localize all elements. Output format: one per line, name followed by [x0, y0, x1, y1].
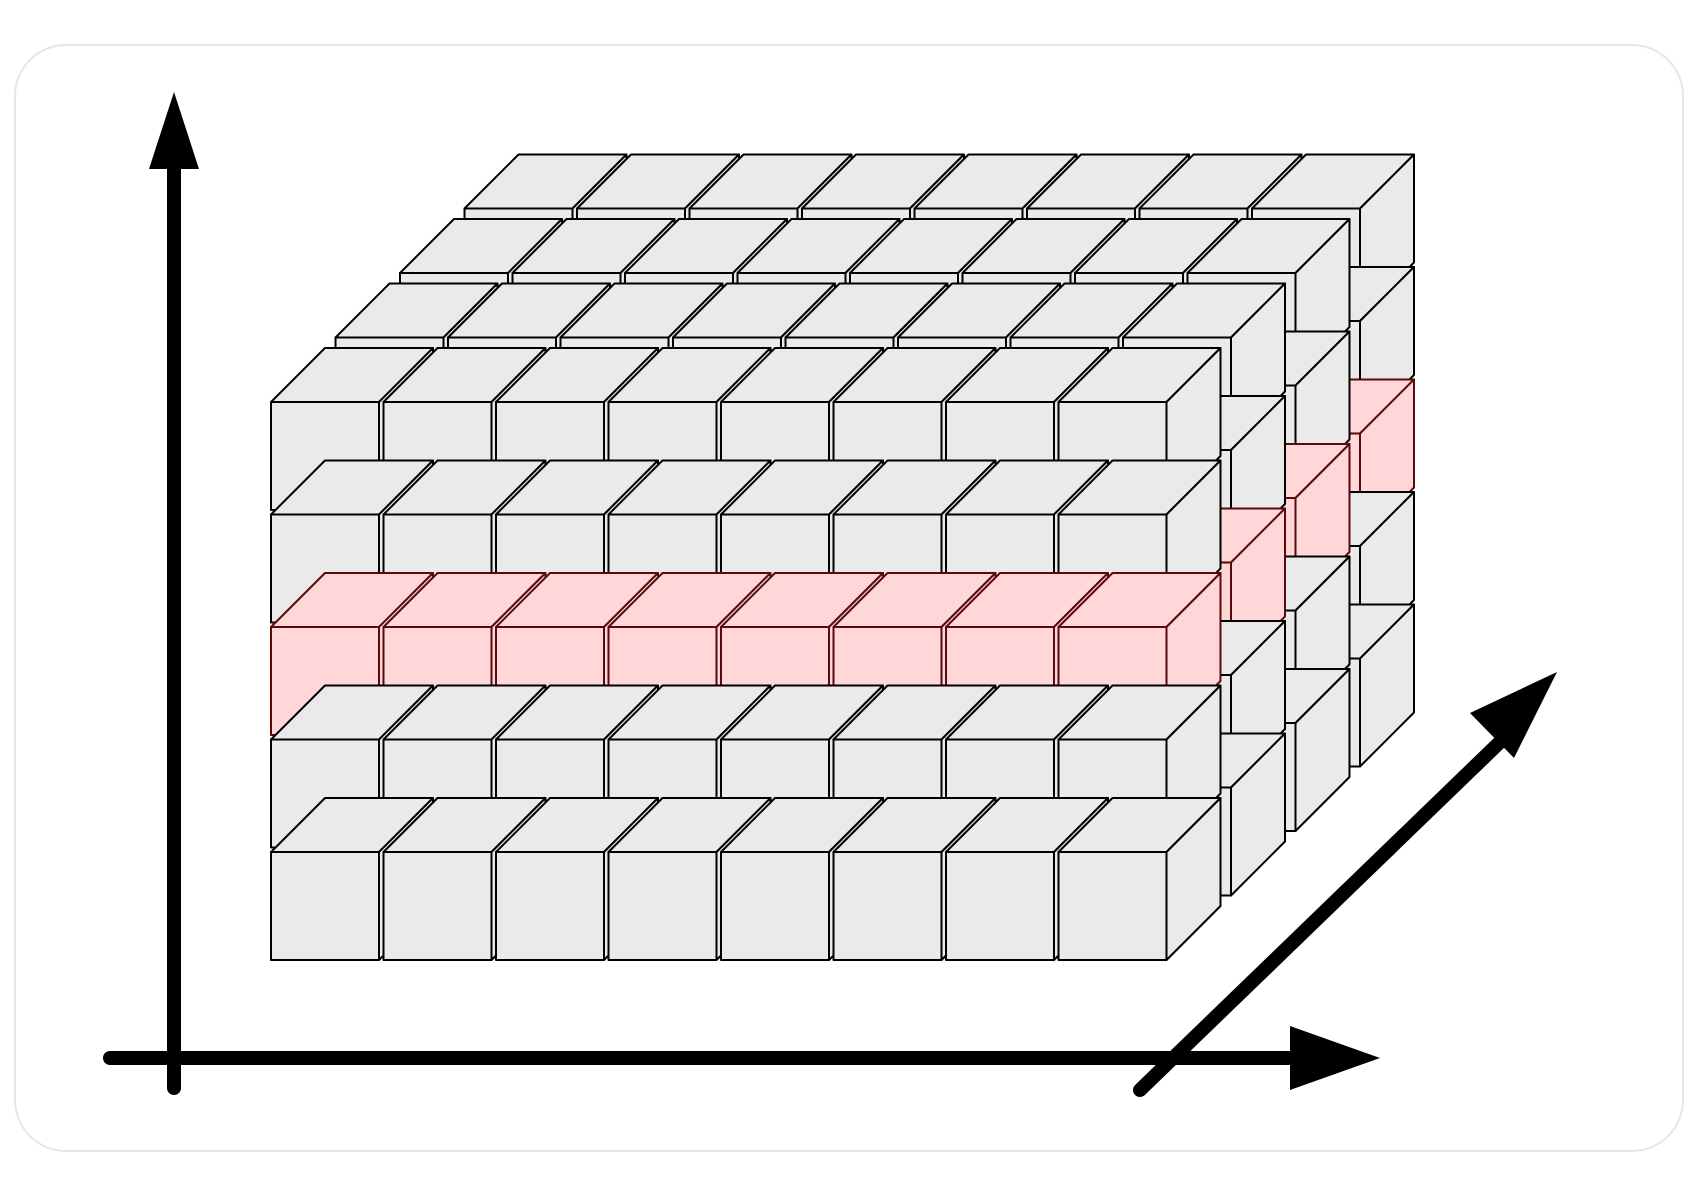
cube-grid [270, 153, 1415, 961]
depth-axis-line [1133, 735, 1507, 1097]
cube-l0-r4-c5-front [832, 851, 943, 961]
horizontal-axis-arrowhead [1290, 1026, 1380, 1090]
depth-axis-arrowhead [1470, 672, 1557, 758]
cube-l0-r4-c2-front [495, 851, 605, 961]
axes [103, 92, 1557, 1097]
cube-l0-r4-c1-front [382, 851, 493, 961]
vertical-axis-arrowhead [149, 92, 199, 169]
cube-l0-r4-c7-front [1057, 851, 1168, 961]
cube-l0-r4-c0-front [270, 851, 380, 961]
cube-l0-r4-c4-front [720, 851, 830, 961]
cube-l0-r4-c6-front [945, 851, 1055, 961]
cube-l0-r4-c3-front [607, 851, 718, 961]
